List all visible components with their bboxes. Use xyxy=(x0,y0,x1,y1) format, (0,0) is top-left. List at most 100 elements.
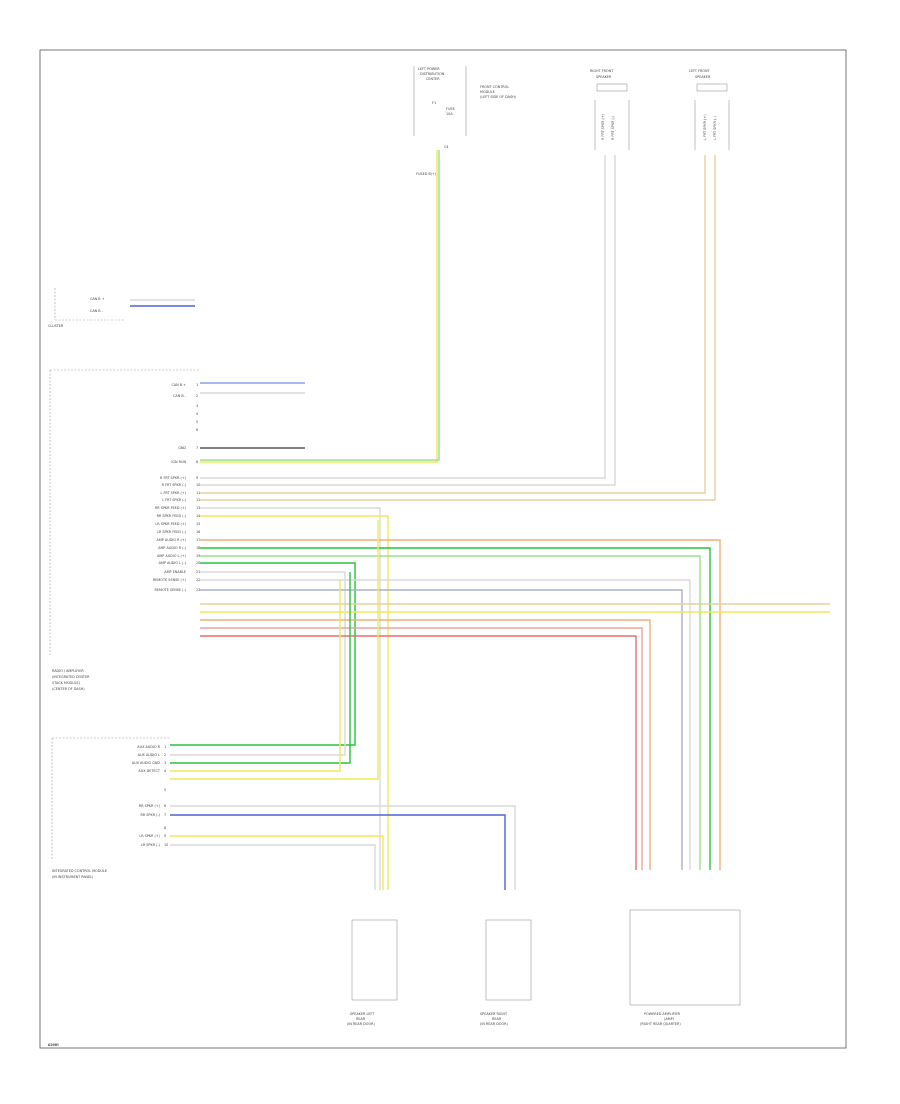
hvac-pin-number: 10 xyxy=(164,843,168,847)
radio-pin-label: CAN B - xyxy=(173,394,187,398)
svg-text:(IN REAR DOOR): (IN REAR DOOR) xyxy=(480,1022,508,1026)
svg-text:L FRT SPKR (-): L FRT SPKR (-) xyxy=(713,115,717,140)
svg-text:(IN INSTRUMENT PANEL): (IN INSTRUMENT PANEL) xyxy=(52,875,94,879)
svg-text:DISTRIBUTION: DISTRIBUTION xyxy=(420,72,445,76)
integrated-control-module-title: INTEGRATED CONTROL MODULE xyxy=(52,869,107,873)
svg-text:L FRT SPKR (+): L FRT SPKR (+) xyxy=(703,114,707,140)
radio-pin-number: 9 xyxy=(196,476,198,480)
svg-text:R FRT SPKR (+): R FRT SPKR (+) xyxy=(601,113,605,140)
wire-remote-plus xyxy=(200,579,691,870)
cluster-title: CLUSTER xyxy=(48,324,64,328)
wire-amp-l-minus xyxy=(170,562,356,746)
wire-lr-spkr-plus xyxy=(170,835,384,890)
radio-pin-label: R FRT SPKR (-) xyxy=(162,483,187,487)
fuse-block-title: LEFT POWER xyxy=(418,67,440,71)
wire-amp-r-plus xyxy=(200,539,721,870)
radio-pin-number: 12 xyxy=(196,498,200,502)
radio-pin-label: AMP ENABLE xyxy=(164,570,186,574)
wire-amp-feed-2 xyxy=(200,627,643,870)
svg-text:(RIGHT REAR QUARTER): (RIGHT REAR QUARTER) xyxy=(640,1022,681,1026)
wire-lf-minus xyxy=(200,155,716,501)
speaker-left-rear-title: SPEAKER LEFT xyxy=(350,1012,375,1016)
wire-remote-minus xyxy=(200,589,683,870)
svg-text:MODULE: MODULE xyxy=(480,90,495,94)
diagram-frame xyxy=(39,49,847,1049)
hvac-pin-number: 5 xyxy=(164,788,166,792)
hvac-pin-label: AUX AUDIO R xyxy=(137,745,160,749)
svg-text:REAR: REAR xyxy=(492,1017,502,1021)
radio-pin-number: 17 xyxy=(196,538,200,542)
radio-pin-label: RR SPKR FEED (-) xyxy=(157,514,187,518)
radio-pin-label: AMP AUDIO L (-) xyxy=(159,561,187,565)
fuse-block: LEFT POWER DISTRIBUTION CENTER FRONT CON… xyxy=(413,66,517,176)
radio-pin-label: RR SPKR FEED (+) xyxy=(155,506,187,510)
powered-amplifier: POWERED AMPLIFIER (AMP) (RIGHT REAR QUAR… xyxy=(629,909,741,1026)
radio-pin-label: AMP AUDIO R (+) xyxy=(157,538,187,542)
wire-aux-gnd xyxy=(170,520,379,780)
powered-amplifier-title: POWERED AMPLIFIER xyxy=(644,1012,681,1016)
svg-text:CAN B -: CAN B - xyxy=(90,309,104,313)
radio-pin-label: REMOTE SENSE (+) xyxy=(153,578,187,582)
svg-text:FRONT CONTROL: FRONT CONTROL xyxy=(480,85,509,89)
hvac-pin-label: RR SPKR (-) xyxy=(140,813,160,817)
wire-amp-r-minus xyxy=(200,547,711,870)
wire-rr-spkr-plus xyxy=(170,805,516,890)
wire-rf-minus xyxy=(200,155,616,486)
wire-rr-feed-plus xyxy=(200,507,381,890)
radio-pin-number: 7 xyxy=(196,446,198,450)
radio-pin-label: REMOTE SENSE (-) xyxy=(155,588,187,592)
radio-pin-label: LR SPKR FEED (-) xyxy=(157,530,187,534)
svg-text:SPEAKER: SPEAKER xyxy=(695,75,711,79)
svg-text:FUSED B(+): FUSED B(+) xyxy=(416,172,437,176)
speaker-right-rear: SPEAKER RIGHT REAR (IN REAR DOOR) xyxy=(480,919,532,1026)
hvac-pin-label: LR SPKR (+) xyxy=(139,834,160,838)
wire-rr-feed-minus xyxy=(200,515,389,890)
hvac-pin-number: 8 xyxy=(164,826,166,830)
radio-pin-number: 14 xyxy=(196,514,200,518)
radio-pin-label: LR SPKR FEED (+) xyxy=(155,522,186,526)
hvac-pin-number: 2 xyxy=(164,753,166,757)
svg-text:CENTER: CENTER xyxy=(426,77,440,81)
hvac-pin-number: 1 xyxy=(164,745,166,749)
wire-fused-ign-tracer xyxy=(200,150,440,461)
svg-text:STACK MODULE): STACK MODULE) xyxy=(52,681,81,685)
svg-text:FUSE: FUSE xyxy=(446,107,455,111)
radio-pin-label: L FRT SPKR (+) xyxy=(160,491,186,495)
ground-label: G200 xyxy=(48,1043,57,1047)
svg-text:(CENTER OF DASH): (CENTER OF DASH) xyxy=(52,687,85,691)
left-front-speaker-connector: LEFT FRONT SPEAKER L FRT SPKR (+) L FRT … xyxy=(689,69,730,150)
hvac-pin-label: AUX AUDIO L xyxy=(138,753,160,757)
svg-text:(INTEGRATED CENTER: (INTEGRATED CENTER xyxy=(52,675,90,679)
wire-aux-r xyxy=(170,572,351,764)
speaker-left-rear: SPEAKER LEFT REAR (IN REAR DOOR) xyxy=(347,919,398,1026)
radio-pin-label: AMP AUDIO R (-) xyxy=(158,546,187,550)
radio-pin-number: 18 xyxy=(196,546,200,550)
svg-text:10A: 10A xyxy=(446,112,453,116)
svg-text:(AMP): (AMP) xyxy=(664,1017,675,1021)
radio-pin-number: 8 xyxy=(196,460,198,464)
radio-pin-number: 22 xyxy=(196,578,200,582)
radio-pin-number: 15 xyxy=(196,522,200,526)
wire-fused-ign xyxy=(200,150,438,463)
radio-pin-number: 4 xyxy=(196,412,198,416)
hvac-pin-label: AUX AUDIO GND xyxy=(132,761,161,765)
radio-pin-label: CAN B + xyxy=(171,383,186,387)
wire-amp-enable xyxy=(170,571,346,756)
cluster-connector: CLUSTER CAN B + CAN B - xyxy=(48,288,125,328)
diagram-id: A1069 xyxy=(48,1043,59,1047)
radio-pin-number: 6 xyxy=(196,428,198,432)
radio-pin-number: 11 xyxy=(196,491,200,495)
radio-pin-number: 23 xyxy=(196,588,200,592)
hvac-pin-label: AUX DETECT xyxy=(138,769,161,773)
svg-text:F1: F1 xyxy=(432,101,436,105)
radio-pin-number: 5 xyxy=(196,420,198,424)
wire-aux-l xyxy=(170,580,341,772)
svg-text:(LEFT SIDE OF DASH): (LEFT SIDE OF DASH) xyxy=(480,95,517,99)
radio-pin-label: GND xyxy=(178,446,186,450)
wire-amp-l-plus xyxy=(200,555,701,870)
wire-lf-plus xyxy=(200,155,706,494)
svg-text:R FRT SPKR (-): R FRT SPKR (-) xyxy=(611,115,615,140)
wires xyxy=(130,150,830,890)
